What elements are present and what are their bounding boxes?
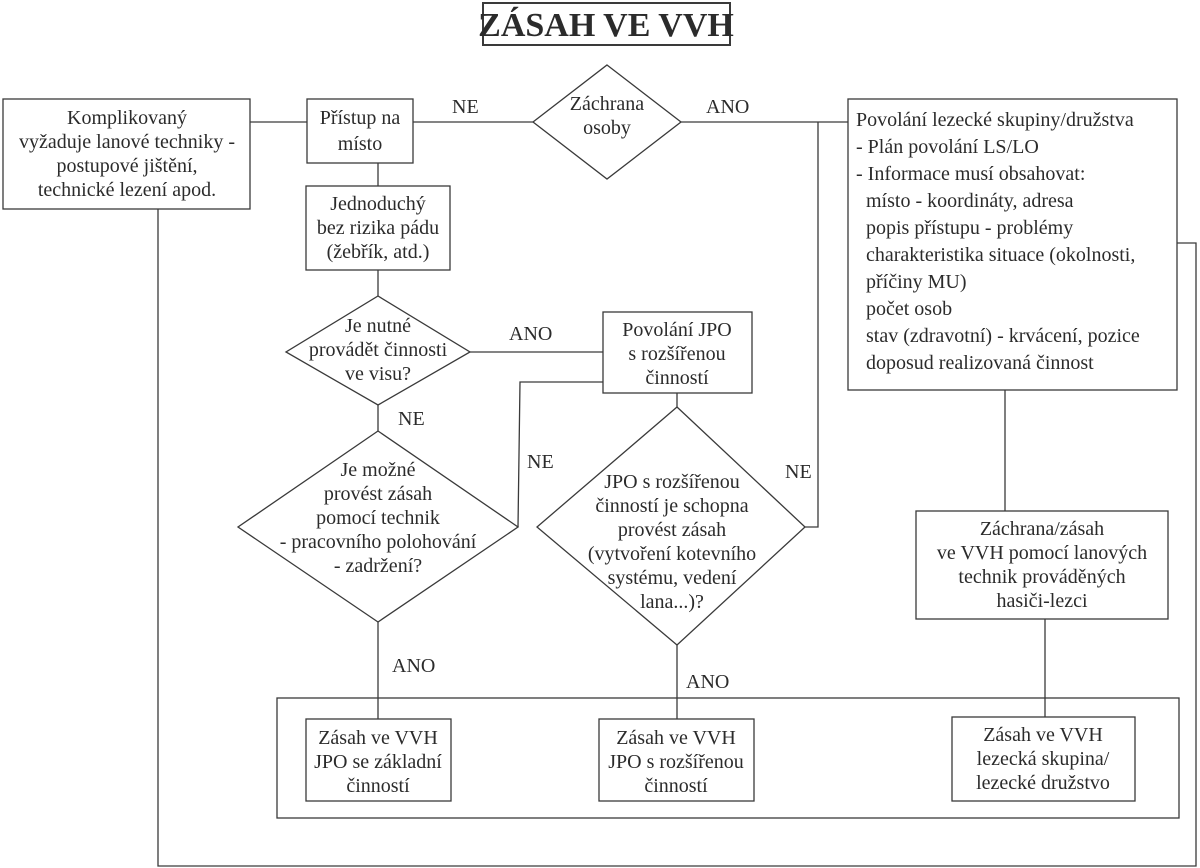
edge-label-jpo-no: NE (785, 461, 812, 483)
decision-rescue-text: Záchrana osoby (570, 93, 645, 139)
svg-text:(žebřík, atd.): (žebřík, atd.) (327, 241, 430, 263)
box-rope-rescue (915, 510, 1169, 620)
box-rope-rescue-text: Záchrana/zásah ve VVH pomocí lanových te… (937, 518, 1147, 612)
box-result-extended-text: Zásah ve VVH JPO s rozšířenou činností (608, 727, 744, 797)
svg-text:charakteristika situace (okoln: charakteristika situace (okolnosti, (866, 244, 1135, 266)
svg-text:provádět činnosti: provádět činnosti (309, 339, 448, 361)
box-complicated (2, 98, 251, 210)
svg-text:Zásah ve VVH: Zásah ve VVH (616, 727, 736, 749)
box-result-climbers-text: Zásah ve VVH lezecká skupina/ lezecké dr… (976, 724, 1110, 794)
svg-text:(vytvoření kotevního: (vytvoření kotevního (588, 543, 756, 565)
results-group-frame (276, 697, 1180, 819)
svg-text:Je nutné: Je nutné (345, 315, 411, 337)
svg-text:počet osob: počet osob (866, 298, 952, 320)
edge-label-hanging-yes: ANO (509, 323, 552, 345)
svg-text:provést zásah: provést zásah (618, 519, 726, 541)
svg-text:Povolání JPO: Povolání JPO (622, 319, 731, 341)
svg-text:provést zásah: provést zásah (324, 483, 432, 505)
svg-text:JPO s rozšířenou: JPO s rozšířenou (604, 471, 740, 493)
decision-positioning-text: Je možné provést zásah pomocí technik - … (280, 459, 477, 577)
svg-text:Záchrana: Záchrana (570, 93, 645, 115)
svg-text:Záchrana/zásah: Záchrana/zásah (980, 518, 1104, 540)
box-call-climbers-text: Povolání lezecké skupiny/družstva - Plán… (856, 109, 1140, 374)
decision-hanging (284, 295, 472, 406)
svg-text:s rozšířenou: s rozšířenou (628, 343, 725, 365)
box-call-jpo-text: Povolání JPO s rozšířenou činností (622, 319, 731, 389)
svg-text:bez rizika pádu: bez rizika pádu (317, 217, 439, 239)
svg-text:Jednoduchý: Jednoduchý (330, 193, 426, 215)
edge-label-hanging-no: NE (398, 408, 425, 430)
svg-text:osoby: osoby (583, 117, 631, 139)
svg-text:- zadržení?: - zadržení? (334, 555, 422, 577)
connector-jpo-no-to-climbers (805, 122, 819, 528)
box-result-basic (305, 718, 452, 802)
box-result-climbers (951, 716, 1136, 802)
svg-text:Povolání lezecké skupiny/družs: Povolání lezecké skupiny/družstva (856, 109, 1134, 131)
svg-text:JPO s rozšířenou: JPO s rozšířenou (608, 751, 744, 773)
svg-text:činností: činností (645, 367, 709, 389)
svg-text:místo - koordináty, adresa: místo - koordináty, adresa (866, 190, 1074, 212)
svg-text:vyžaduje lanové techniky -: vyžaduje lanové techniky - (19, 131, 235, 153)
svg-text:- Plán povolání LS/LO: - Plán povolání LS/LO (856, 136, 1039, 158)
edge-label-positioning-yes: ANO (392, 655, 435, 677)
svg-text:lana...)?: lana...)? (640, 591, 704, 613)
svg-text:- pracovního polohování: - pracovního polohování (280, 531, 477, 553)
page-title: ZÁSAH VE VVH (478, 7, 734, 44)
connector-side-right (157, 209, 1197, 867)
svg-text:činností: činností (644, 775, 708, 797)
edge-label-rescue-no: NE (452, 96, 479, 118)
box-simple-text: Jednoduchý bez rizika pádu (žebřík, atd.… (317, 193, 439, 263)
svg-text:ve VVH pomocí lanových: ve VVH pomocí lanových (937, 542, 1147, 564)
decision-hanging-text: Je nutné provádět činnosti ve visu? (309, 315, 448, 385)
svg-text:Komplikovaný: Komplikovaný (67, 107, 187, 129)
svg-text:příčiny MU): příčiny MU) (866, 271, 967, 293)
edge-label-jpo-yes: ANO (686, 671, 729, 693)
svg-text:- Informace musí obsahovat:: - Informace musí obsahovat: (856, 163, 1085, 185)
svg-text:Přístup na: Přístup na (320, 107, 401, 129)
title-box (482, 2, 731, 46)
svg-text:Zásah ve VVH: Zásah ve VVH (318, 727, 438, 749)
svg-text:systému, vedení: systému, vedení (608, 567, 737, 589)
svg-text:ve visu?: ve visu? (345, 363, 411, 385)
svg-text:doposud realizovaná činnost: doposud realizovaná činnost (866, 352, 1094, 374)
box-result-extended (598, 718, 755, 802)
svg-text:postupové jištění,: postupové jištění, (56, 155, 197, 177)
svg-text:činností je schopna: činností je schopna (595, 495, 748, 517)
svg-text:technik prováděných: technik prováděných (958, 566, 1125, 588)
box-simple (305, 185, 451, 271)
connectors (157, 121, 1197, 867)
svg-text:popis přístupu - problémy: popis přístupu - problémy (866, 217, 1073, 239)
connector-positioning-no-to-calljpo (517, 381, 603, 528)
decision-jpo-capable (535, 406, 806, 646)
svg-text:Zásah ve VVH: Zásah ve VVH (983, 724, 1103, 746)
svg-text:lezecká skupina/: lezecká skupina/ (977, 748, 1110, 770)
box-call-climbers (847, 98, 1178, 391)
box-complicated-text: Komplikovaný vyžaduje lanové techniky - … (19, 107, 235, 201)
svg-text:lezecké družstvo: lezecké družstvo (976, 772, 1110, 794)
edge-label-positioning-no: NE (527, 451, 554, 473)
svg-text:místo: místo (338, 133, 382, 155)
svg-text:stav (zdravotní) - krvácení, p: stav (zdravotní) - krvácení, pozice (866, 325, 1140, 347)
box-call-jpo (602, 311, 753, 394)
edge-label-rescue-yes: ANO (706, 96, 749, 118)
svg-text:Je možné: Je možné (341, 459, 416, 481)
decision-jpo-capable-text: JPO s rozšířenou činností je schopna pro… (588, 471, 756, 613)
svg-text:JPO se základní: JPO se základní (314, 751, 442, 773)
svg-text:hasiči-lezci: hasiči-lezci (996, 590, 1087, 612)
box-result-basic-text: Zásah ve VVH JPO se základní činností (314, 727, 442, 797)
box-access-text: Přístup na místo (320, 107, 401, 155)
svg-text:činností: činností (346, 775, 410, 797)
svg-text:pomocí technik: pomocí technik (316, 507, 440, 529)
box-access (306, 98, 414, 164)
decision-positioning (236, 430, 520, 623)
svg-text:technické lezení apod.: technické lezení apod. (38, 179, 216, 201)
decision-rescue (531, 64, 683, 180)
